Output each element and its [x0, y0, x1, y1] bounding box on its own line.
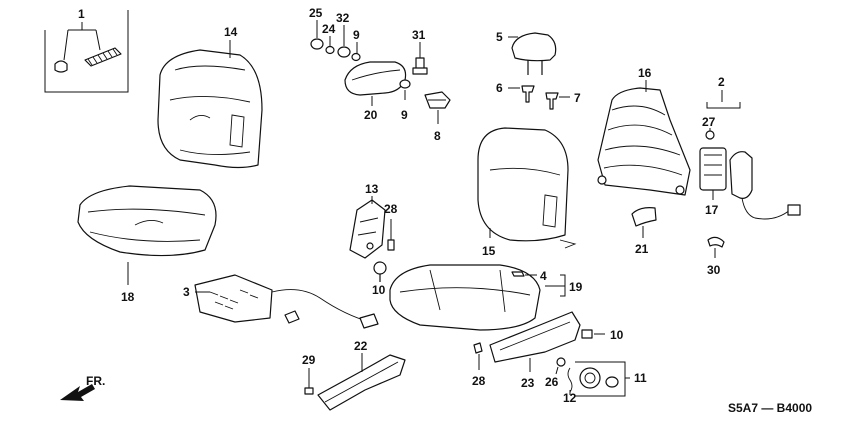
part-hardware-nuts-washers — [310, 38, 361, 62]
part-17-side-airbag — [699, 147, 801, 220]
part-9-washer — [399, 79, 411, 89]
front-arrow-icon — [60, 384, 95, 401]
part-23-inner-cover — [489, 311, 581, 363]
callout-21: 21 — [635, 242, 649, 256]
callout-9-bottom: 9 — [401, 108, 408, 122]
callout-14: 14 — [224, 25, 238, 39]
callout-3: 3 — [183, 285, 190, 299]
part-21-trim-cover — [631, 207, 657, 227]
callout-28-upper: 28 — [384, 202, 398, 216]
callout-2: 2 — [718, 75, 725, 89]
callout-1: 1 — [78, 7, 85, 21]
callout-10-center: 10 — [372, 283, 386, 297]
part-5-headrest — [511, 32, 557, 75]
callout-27: 27 — [702, 115, 716, 129]
part-31-bolt — [412, 57, 428, 75]
callout-15: 15 — [482, 244, 496, 258]
callout-28-lower: 28 — [472, 374, 486, 388]
part-20-armrest — [344, 61, 407, 96]
callout-19: 19 — [569, 280, 583, 294]
part-18-cushion-cover — [77, 185, 217, 257]
callout-26: 26 — [545, 375, 559, 389]
callout-22: 22 — [354, 339, 368, 353]
part-30-harness-clip — [707, 236, 725, 248]
part-10-bolt-right — [581, 329, 593, 339]
part-29-screw — [304, 387, 314, 395]
part-1-clip-set — [44, 10, 129, 93]
part-11-knob — [579, 367, 619, 389]
part-16-seatback-frame — [597, 87, 691, 196]
callout-12: 12 — [563, 391, 577, 405]
part-15-seatback-pad — [477, 127, 577, 249]
callout-24: 24 — [322, 22, 336, 36]
callout-6: 6 — [496, 81, 503, 95]
callout-16: 16 — [638, 66, 652, 80]
callout-10-right: 10 — [610, 328, 624, 342]
callout-11: 11 — [634, 371, 647, 385]
callout-29: 29 — [302, 353, 316, 367]
callout-20: 20 — [364, 108, 378, 122]
part-28-screw-lower — [473, 342, 483, 354]
part-10-bolt-center — [373, 261, 387, 282]
part-3-heater-pad-harness — [194, 274, 379, 329]
callout-8: 8 — [434, 129, 441, 143]
part-22-outer-cover — [317, 354, 406, 411]
part-4-clip — [511, 271, 525, 277]
diagram-code: S5A7 — B4000 — [728, 401, 812, 415]
callout-7: 7 — [574, 91, 581, 105]
part-8-recliner-bolt — [424, 91, 451, 109]
part-13-cover-bracket — [349, 199, 386, 259]
part-12-spring-clip — [567, 367, 573, 393]
front-marker: FR. — [86, 374, 105, 388]
callout-13: 13 — [365, 182, 379, 196]
callout-23: 23 — [521, 376, 535, 390]
callout-18: 18 — [121, 290, 135, 304]
part-14-seatback-cover — [157, 49, 263, 169]
part-27-screw — [705, 130, 715, 140]
part-28-screw-upper — [387, 239, 395, 251]
part-7-headrest-guide-lock — [545, 92, 559, 110]
callout-5: 5 — [496, 30, 503, 44]
callout-4: 4 — [540, 269, 547, 283]
callout-9-top: 9 — [353, 28, 360, 42]
callout-31: 31 — [412, 28, 426, 42]
part-26-screw — [556, 357, 566, 367]
part-6-headrest-guide — [521, 85, 535, 103]
callout-17: 17 — [705, 203, 719, 217]
callout-30: 30 — [707, 263, 721, 277]
part-19-cushion-pad — [389, 264, 541, 331]
callout-25: 25 — [309, 6, 323, 20]
callout-32: 32 — [336, 11, 350, 25]
